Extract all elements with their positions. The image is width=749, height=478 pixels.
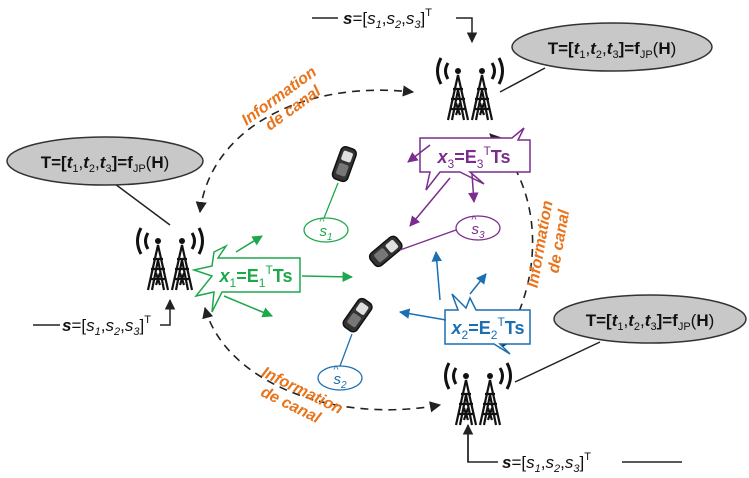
mobile-phone-icon <box>340 295 375 335</box>
svg-text:x3=E3TTs: x3=E3TTs <box>437 144 511 171</box>
svg-text:^: ^ <box>471 214 477 226</box>
transmit-signal-purple: x3=E3TTs <box>407 127 531 227</box>
precoder-bubble-top: T=[t1,t2,t3]=fJP(H) <box>499 22 713 93</box>
svg-text:T=[t1,t2,t3]=fJP(H): T=[t1,t2,t3]=fJP(H) <box>586 311 715 333</box>
symbol-vector-top: s=[s1,s2,s3]T <box>312 7 478 44</box>
svg-text:^: ^ <box>319 216 325 228</box>
mobile-phone-icon <box>366 233 405 270</box>
info-link-left-top <box>195 85 415 214</box>
transmit-signal-green: x1=E1TTs <box>191 235 354 318</box>
svg-text:s2: s2 <box>333 371 347 391</box>
svg-text:^: ^ <box>333 364 339 376</box>
info-label-top: Information de canal <box>239 63 325 134</box>
svg-text:s1: s1 <box>319 223 332 243</box>
antenna-tower-icon-top <box>436 56 504 122</box>
info-label-right: Information de canal <box>525 199 574 289</box>
transmit-signal-blue: x2=E2TTs <box>398 250 531 355</box>
symbol-vector-left: s=[s1,s2,s3]T <box>33 298 176 338</box>
antenna-tower-icon-bottom <box>444 361 512 427</box>
svg-text:s3: s3 <box>471 221 485 241</box>
svg-text:T=[t1,t2,t3]=fJP(H): T=[t1,t2,t3]=fJP(H) <box>41 153 170 175</box>
precoder-bubble-bottom: T=[t1,t2,t3]=fJP(H) <box>514 294 747 383</box>
svg-text:s=[s1,s2,s3]T: s=[s1,s2,s3]T <box>502 451 591 475</box>
user-1: s1 ^ <box>303 144 359 243</box>
mobile-phone-icon <box>330 144 359 184</box>
svg-text:x2=E2TTs: x2=E2TTs <box>451 315 525 342</box>
antenna-tower-icon-left <box>136 226 204 292</box>
svg-text:s=[s1,s2,s3]T: s=[s1,s2,s3]T <box>343 7 432 31</box>
symbol-vector-bottom: s=[s1,s2,s3]T <box>462 423 682 475</box>
user-2: s2 ^ <box>317 295 375 391</box>
info-link-left-bottom <box>202 306 442 413</box>
svg-text:s=[s1,s2,s3]T: s=[s1,s2,s3]T <box>62 314 151 338</box>
svg-text:T=[t1,t2,t3]=fJP(H): T=[t1,t2,t3]=fJP(H) <box>548 39 677 61</box>
user-3: s3 ^ <box>366 214 501 270</box>
svg-text:x1=E1TTs: x1=E1TTs <box>219 263 293 290</box>
precoder-bubble-left: T=[t1,t2,t3]=fJP(H) <box>6 136 204 226</box>
